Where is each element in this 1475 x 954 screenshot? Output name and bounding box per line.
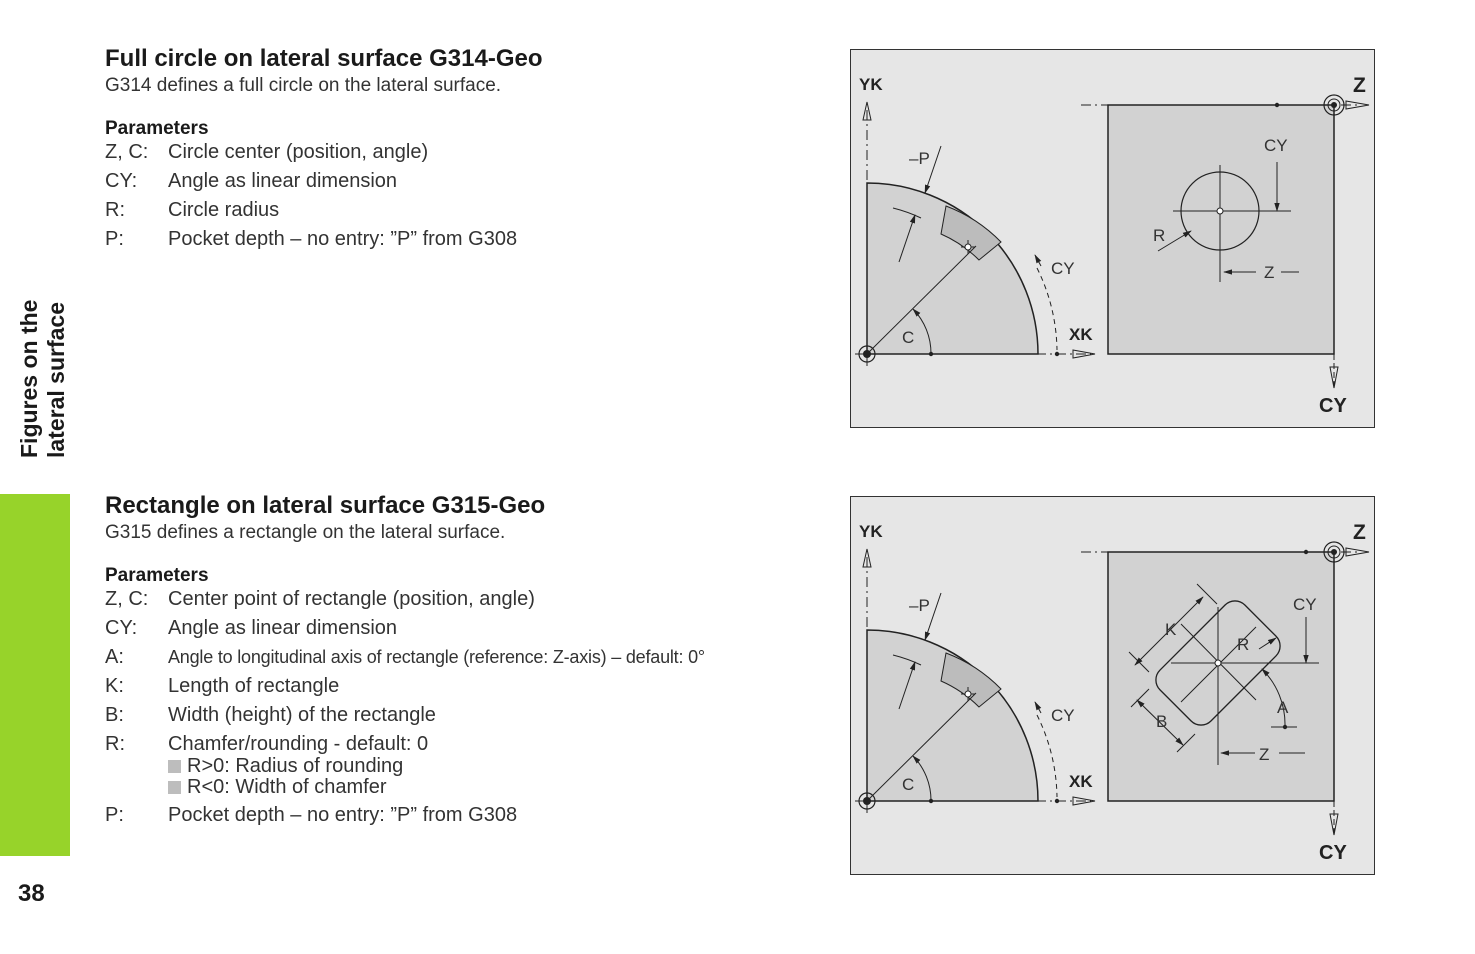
param-item: Z, C:Center point of rectangle (position… bbox=[105, 588, 535, 610]
section-description: G315 defines a rectangle on the lateral … bbox=[105, 522, 506, 543]
axis-label-xk: XK bbox=[1069, 325, 1093, 344]
label-z-dim: Z bbox=[1259, 745, 1269, 764]
section-title: Full circle on lateral surface G314-Geo bbox=[105, 45, 543, 72]
sub-option: R<0: Width of chamfer bbox=[168, 777, 825, 798]
param-item: CY:Angle as linear dimension bbox=[105, 170, 398, 192]
sub-option: R>0: Radius of rounding bbox=[168, 756, 825, 777]
param-item: P:Pocket depth – no entry: ”P” from G308 bbox=[105, 804, 518, 826]
bullet-square-icon bbox=[168, 760, 181, 773]
section-title: Rectangle on lateral surface G315-Geo bbox=[105, 492, 546, 519]
section-description: G314 defines a full circle on the latera… bbox=[105, 75, 502, 96]
axis-label-cy: CY bbox=[1319, 395, 1347, 417]
label-z-dim: Z bbox=[1264, 263, 1274, 282]
chapter-tab bbox=[0, 494, 70, 856]
label-c: C bbox=[902, 328, 914, 347]
section-g314: Full circle on lateral surface G314-Geo … bbox=[105, 44, 825, 256]
param-item: K:Length of rectangle bbox=[105, 675, 340, 697]
axis-label-z: Z bbox=[1353, 521, 1366, 544]
axis-label-cy: CY bbox=[1319, 842, 1347, 864]
chapter-label: Figures on the lateral surface bbox=[16, 299, 69, 458]
label-p: –P bbox=[909, 596, 930, 615]
label-a: A bbox=[1277, 698, 1289, 717]
label-r: R bbox=[1153, 226, 1165, 245]
parameters-heading: Parameters bbox=[105, 565, 209, 586]
axis-label-yk: YK bbox=[859, 75, 883, 94]
axis-label-yk: YK bbox=[859, 522, 883, 541]
label-cy-arc: CY bbox=[1051, 706, 1075, 725]
section-g315: Rectangle on lateral surface G315-Geo G3… bbox=[105, 491, 825, 832]
label-r: R bbox=[1237, 635, 1249, 654]
param-item: R: Chamfer/rounding - default: 0 R>0: Ra… bbox=[105, 732, 825, 798]
figure-rectangle: YK Z XK CY –P CY C CY K R A B Z bbox=[850, 496, 1375, 875]
axis-label-z: Z bbox=[1353, 74, 1366, 97]
param-item: A:Angle to longitudinal axis of rectangl… bbox=[105, 646, 705, 668]
parameters-heading: Parameters bbox=[105, 118, 209, 139]
label-b: B bbox=[1156, 712, 1167, 731]
axis-label-xk: XK bbox=[1069, 772, 1093, 791]
figure-full-circle: YK Z XK CY –P CY C CY R Z bbox=[850, 49, 1375, 428]
page-number: 38 bbox=[18, 880, 45, 907]
param-item: CY:Angle as linear dimension bbox=[105, 617, 398, 639]
param-item: R:Circle radius bbox=[105, 199, 280, 221]
param-item: P:Pocket depth – no entry: ”P” from G308 bbox=[105, 228, 518, 250]
label-cy-arc: CY bbox=[1051, 259, 1075, 278]
label-cy-dim: CY bbox=[1264, 136, 1288, 155]
label-c: C bbox=[902, 775, 914, 794]
param-item: Z, C:Circle center (position, angle) bbox=[105, 141, 429, 163]
label-p: –P bbox=[909, 149, 930, 168]
bullet-square-icon bbox=[168, 781, 181, 794]
label-k: K bbox=[1165, 620, 1177, 639]
param-item: B:Width (height) of the rectangle bbox=[105, 704, 436, 726]
label-cy-dim: CY bbox=[1293, 595, 1317, 614]
